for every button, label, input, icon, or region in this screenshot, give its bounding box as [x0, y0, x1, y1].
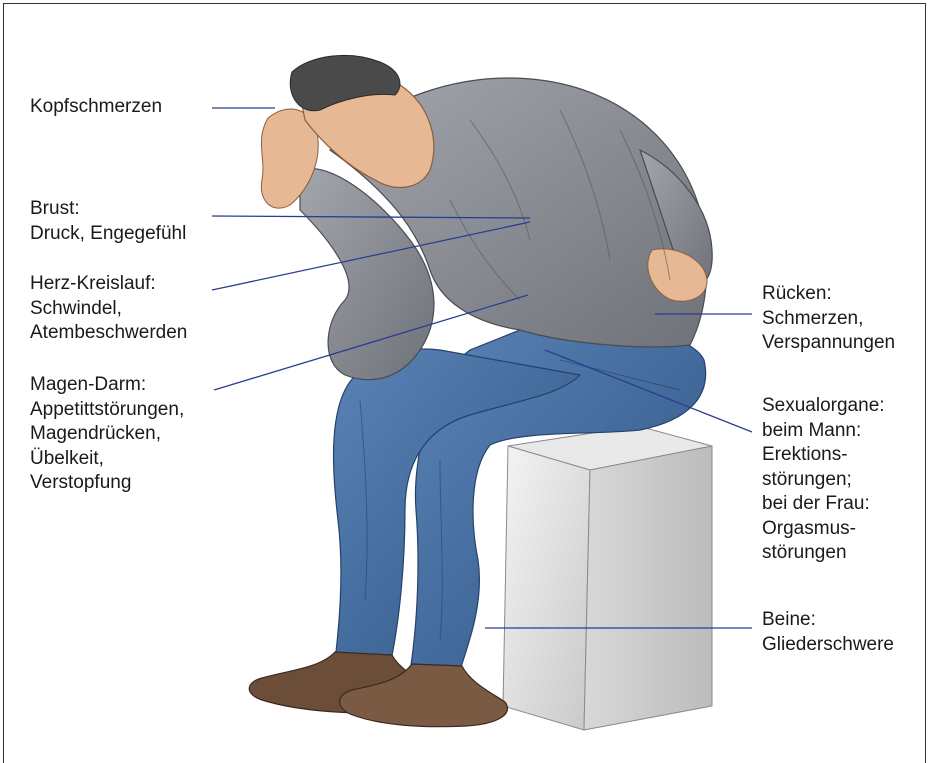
label-herz-line-1: Herz-Kreislauf:	[30, 272, 187, 297]
label-brust-line-1: Brust:	[30, 197, 186, 222]
label-brust-line-2: Druck, Engegefühl	[30, 222, 186, 247]
shoes	[249, 652, 507, 727]
label-beine-line-2: Gliederschwere	[762, 633, 894, 658]
label-sexual-line-3: Erektions-	[762, 443, 885, 468]
label-sexual-line-4: störungen;	[762, 468, 885, 493]
box	[503, 426, 712, 730]
label-ruecken-line-1: Rücken:	[762, 282, 895, 307]
label-herz-line-2: Schwindel,	[30, 297, 187, 322]
label-magen-line-4: Übelkeit,	[30, 447, 184, 472]
label-magen-line-5: Verstopfung	[30, 471, 184, 496]
label-ruecken-line-3: Verspannungen	[762, 331, 895, 356]
label-ruecken-line-2: Schmerzen,	[762, 307, 895, 332]
label-magen-line-2: Appetittstörungen,	[30, 398, 184, 423]
label-beine: Beine: Gliederschwere	[762, 608, 894, 657]
label-brust: Brust: Druck, Engegefühl	[30, 197, 186, 246]
label-kopf-line-1: Kopfschmerzen	[30, 95, 162, 120]
label-sexualorgane: Sexualorgane: beim Mann: Erektions- stör…	[762, 394, 885, 566]
label-beine-line-1: Beine:	[762, 608, 894, 633]
label-ruecken: Rücken: Schmerzen, Verspannungen	[762, 282, 895, 356]
label-herz-line-3: Atembeschwerden	[30, 321, 187, 346]
label-magen-line-3: Magendrücken,	[30, 422, 184, 447]
label-sexual-line-5: bei der Frau:	[762, 492, 885, 517]
label-sexual-line-1: Sexualorgane:	[762, 394, 885, 419]
label-sexual-line-6: Orgasmus-	[762, 517, 885, 542]
label-magen-line-1: Magen-Darm:	[30, 373, 184, 398]
label-kopfschmerzen: Kopfschmerzen	[30, 95, 162, 120]
label-sexual-line-2: beim Mann:	[762, 419, 885, 444]
label-magen-darm: Magen-Darm: Appetittstörungen, Magendrüc…	[30, 373, 184, 496]
label-sexual-line-7: störungen	[762, 541, 885, 566]
label-herz-kreislauf: Herz-Kreislauf: Schwindel, Atembeschwerd…	[30, 272, 187, 346]
